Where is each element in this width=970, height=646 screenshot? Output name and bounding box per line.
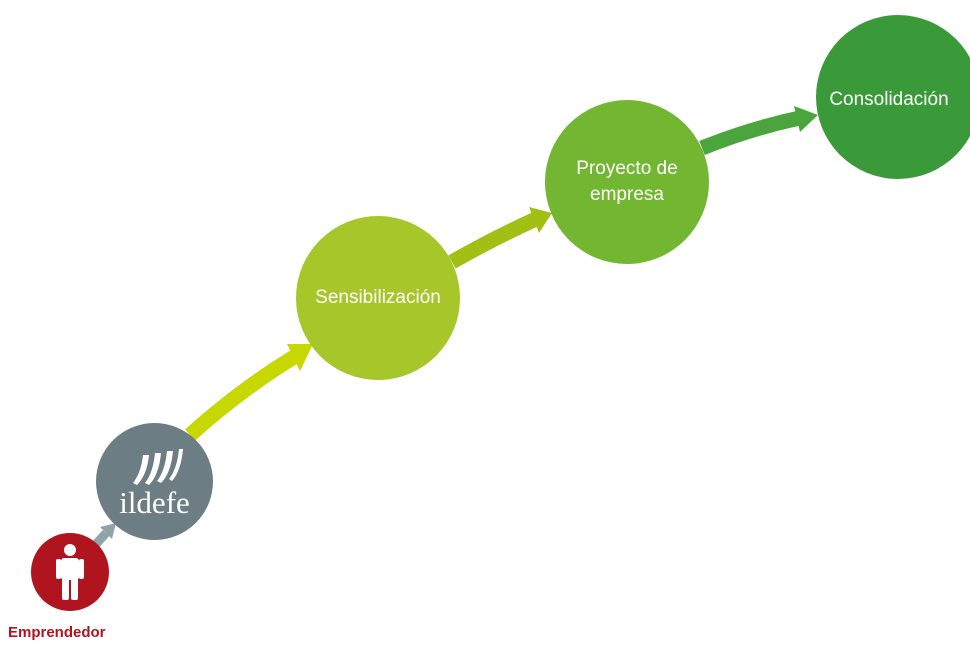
- arrow-proyecto-to-consolidacion: [699, 110, 802, 155]
- arrow-sensibilizacion-to-proyecto: [448, 212, 540, 269]
- person-node: [31, 533, 109, 611]
- step-label: Proyecto de empresa: [576, 158, 678, 205]
- ildefe-logo-icon: [132, 448, 183, 485]
- arrowhead-ildefe-to-sensibilizacion: [287, 344, 313, 371]
- ildefe-logo-node: ildefe: [96, 423, 213, 540]
- step-sensibilizacion: Sensibilización: [296, 216, 460, 380]
- arrowhead-sensibilizacion-to-proyecto: [529, 207, 552, 233]
- person-icon: [56, 544, 84, 600]
- arrowhead-person-to-ildefe: [100, 523, 116, 539]
- arrow-ildefe-to-sensibilizacion: [184, 350, 298, 441]
- step-proyecto-de-empresa: Proyecto de empresa: [545, 100, 709, 264]
- arrowhead-proyecto-to-consolidacion: [794, 106, 818, 132]
- person-label: Emprendedor: [8, 624, 106, 641]
- step-label: Sensibilización: [315, 287, 441, 308]
- step-consolidacion: Consolidación: [816, 15, 970, 179]
- ildefe-logo-text: ildefe: [119, 484, 190, 520]
- step-label: Consolidación: [829, 89, 949, 110]
